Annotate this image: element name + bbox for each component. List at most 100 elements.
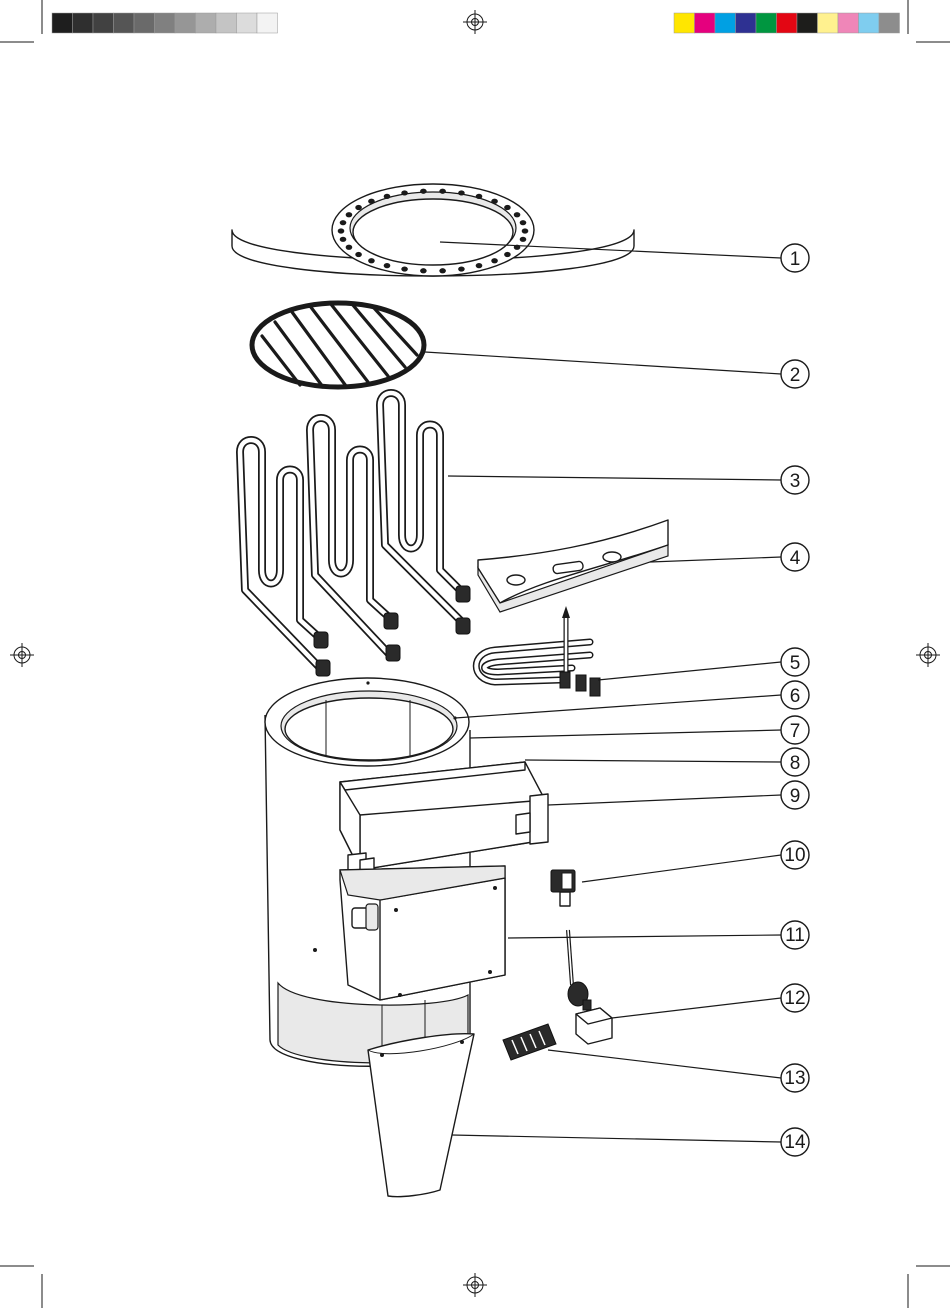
greyscale-swatch	[93, 13, 114, 33]
bolt-hole	[368, 199, 375, 204]
bolt-hole	[346, 212, 353, 217]
leader-line	[455, 695, 781, 718]
color-swatch	[859, 13, 880, 33]
leader-line	[470, 730, 781, 738]
color-swatch	[736, 13, 757, 33]
bolt-hole	[491, 199, 498, 204]
part-5-thermostat-element	[476, 606, 600, 696]
color-swatch	[715, 13, 736, 33]
cable-gland	[352, 904, 378, 930]
bolt-hole	[368, 258, 375, 263]
bolt-hole	[401, 190, 408, 195]
callout-12: 12	[781, 984, 809, 1012]
bolt-hole	[340, 220, 347, 225]
callout-6: 6	[781, 681, 809, 709]
registration-mark-icon	[463, 10, 487, 34]
part-11-control-box	[340, 866, 505, 1000]
bolt-hole	[522, 228, 529, 233]
callout-10: 10	[781, 841, 809, 869]
callout-13: 13	[781, 1064, 809, 1092]
callout-label: 8	[790, 753, 801, 774]
callout-label: 9	[790, 786, 801, 807]
leader-line	[452, 1135, 781, 1142]
color-swatch	[756, 13, 777, 33]
part-12-thermostat-switch	[568, 930, 612, 1044]
color-swatch	[674, 13, 695, 33]
color-calibration-strip	[674, 13, 900, 33]
bolt-hole	[355, 252, 362, 257]
color-swatch	[818, 13, 839, 33]
bolt-hole	[476, 194, 483, 199]
color-swatch	[777, 13, 798, 33]
bolt-hole	[420, 189, 427, 194]
leader-line	[508, 935, 781, 938]
bolt-hole	[458, 190, 465, 195]
part-14-chute	[368, 1034, 474, 1197]
callout-8: 8	[781, 748, 809, 776]
bolt-hole	[439, 268, 446, 273]
greyscale-swatch	[257, 13, 278, 33]
callout-label: 5	[790, 653, 801, 674]
callout-label: 3	[790, 471, 801, 492]
callout-label: 14	[784, 1132, 806, 1153]
greyscale-swatch	[175, 13, 196, 33]
greyscale-swatch	[73, 13, 94, 33]
leader-line	[598, 662, 781, 680]
part-10-connector	[551, 870, 575, 906]
bolt-hole	[476, 263, 483, 268]
bolt-hole	[355, 205, 362, 210]
callout-label: 1	[790, 249, 801, 270]
bolt-hole	[520, 237, 527, 242]
bolt-hole	[491, 258, 498, 263]
bolt-hole	[384, 263, 391, 268]
callout-label: 12	[784, 988, 805, 1009]
callout-11: 11	[781, 921, 809, 949]
greyscale-swatch	[114, 13, 135, 33]
leader-line	[548, 795, 781, 805]
bolt-hole	[401, 266, 408, 271]
callout-14: 14	[781, 1128, 809, 1156]
registration-mark-icon	[10, 643, 34, 667]
bolt-hole	[520, 220, 527, 225]
color-swatch	[797, 13, 818, 33]
greyscale-swatch	[52, 13, 73, 33]
part-8-top-box	[340, 762, 545, 870]
callout-label: 6	[790, 686, 801, 707]
part-4-bracket-plate	[478, 520, 668, 612]
callout-1: 1	[781, 244, 809, 272]
bolt-hole	[340, 237, 347, 242]
callout-2: 2	[781, 360, 809, 388]
leader-lines	[425, 242, 781, 1142]
bolt-hole	[420, 268, 427, 273]
greyscale-swatch	[155, 13, 176, 33]
callout-label: 13	[784, 1068, 805, 1089]
callout-label: 7	[790, 721, 801, 742]
bolt-hole	[504, 205, 511, 210]
bolt-hole	[514, 212, 521, 217]
registration-mark-icon	[916, 643, 940, 667]
color-swatch	[838, 13, 859, 33]
greyscale-swatch	[237, 13, 258, 33]
callout-9: 9	[781, 781, 809, 809]
leader-line	[525, 760, 781, 762]
callout-label: 4	[790, 548, 801, 569]
leader-line	[650, 557, 781, 562]
part-2-grate	[252, 303, 424, 387]
part-1-top-ring	[232, 184, 634, 276]
leader-line	[612, 998, 781, 1018]
bolt-hole	[346, 245, 353, 250]
bolt-hole	[439, 189, 446, 194]
bolt-hole	[338, 228, 345, 233]
callout-3: 3	[781, 466, 809, 494]
bolt-hole	[504, 252, 511, 257]
callout-label: 11	[785, 925, 805, 946]
callout-7: 7	[781, 716, 809, 744]
callout-list: 1 2 3 4 5 6 7 8 9 10 11 12 13 14	[781, 244, 809, 1156]
bolt-hole	[458, 266, 465, 271]
bolt-hole	[384, 194, 391, 199]
callout-5: 5	[781, 648, 809, 676]
callout-4: 4	[781, 543, 809, 571]
callout-label: 10	[784, 845, 805, 866]
callout-label: 2	[790, 365, 801, 386]
